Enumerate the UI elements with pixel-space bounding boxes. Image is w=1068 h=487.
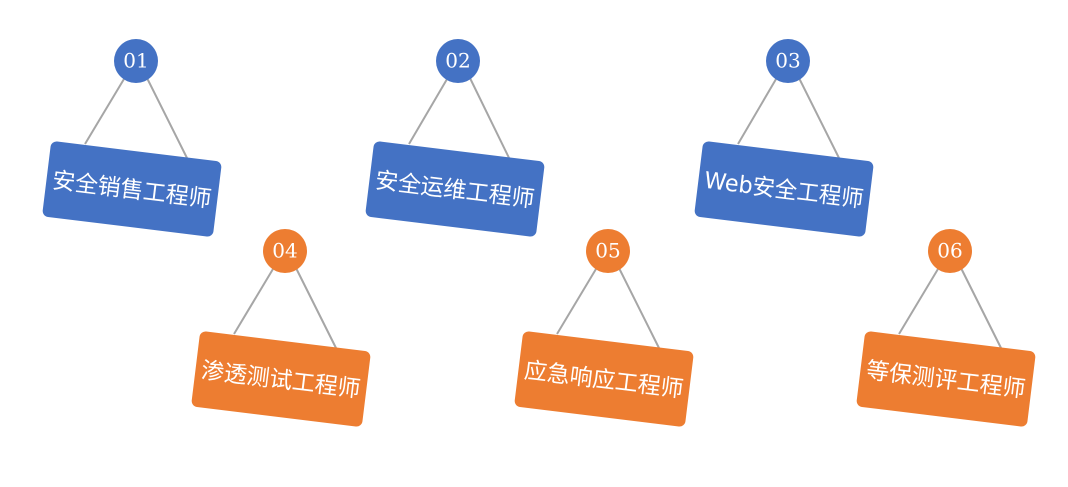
tag-string-left xyxy=(556,263,600,335)
tag-string-left xyxy=(737,73,780,145)
number-badge-label: 06 xyxy=(937,239,962,263)
tag-board: 安全运维工程师 xyxy=(365,141,545,237)
hanging-tag-04: 渗透测试工程师 04 xyxy=(191,229,371,427)
tag-board-shape xyxy=(365,141,545,237)
tag-string-left xyxy=(233,263,277,335)
tag-board: 安全销售工程师 xyxy=(42,141,222,237)
tag-board: 等保测评工程师 xyxy=(856,331,1036,427)
tag-board-shape xyxy=(191,331,371,427)
hanging-tag-02: 安全运维工程师 02 xyxy=(365,39,545,237)
tag-string-left xyxy=(408,73,451,145)
tag-string-right xyxy=(958,263,1004,353)
number-badge-label: 04 xyxy=(272,239,297,263)
tag-board: 应急响应工程师 xyxy=(514,331,694,427)
tag-string-right xyxy=(293,263,339,353)
tag-string-left xyxy=(898,263,942,335)
hanging-tag-01: 安全销售工程师 01 xyxy=(42,39,222,237)
tag-string-left xyxy=(84,73,128,145)
tag-string-right xyxy=(616,263,662,353)
hanging-tag-06: 等保测评工程师 06 xyxy=(856,229,1036,427)
number-badge-label: 01 xyxy=(123,49,148,73)
number-badge xyxy=(436,39,480,83)
tag-string-right xyxy=(467,73,512,163)
number-badge xyxy=(263,229,307,273)
number-badge-label: 05 xyxy=(595,239,620,263)
tag-board-shape xyxy=(514,331,694,427)
tag-string-right xyxy=(144,73,190,163)
number-badge-label: 02 xyxy=(445,49,470,73)
number-badge xyxy=(766,39,810,83)
number-badge xyxy=(114,39,158,83)
number-badge xyxy=(586,229,630,273)
tag-string-right xyxy=(796,73,842,163)
hanging-tag-03: Web安全工程师 03 xyxy=(694,39,874,237)
tag-board: 渗透测试工程师 xyxy=(191,331,371,427)
number-badge-label: 03 xyxy=(775,49,800,73)
tag-board-shape xyxy=(856,331,1036,427)
tag-board-shape xyxy=(42,141,222,237)
tag-board-shape xyxy=(694,141,874,237)
tag-board: Web安全工程师 xyxy=(694,141,874,237)
hanging-tag-05: 应急响应工程师 05 xyxy=(514,229,694,427)
number-badge xyxy=(928,229,972,273)
